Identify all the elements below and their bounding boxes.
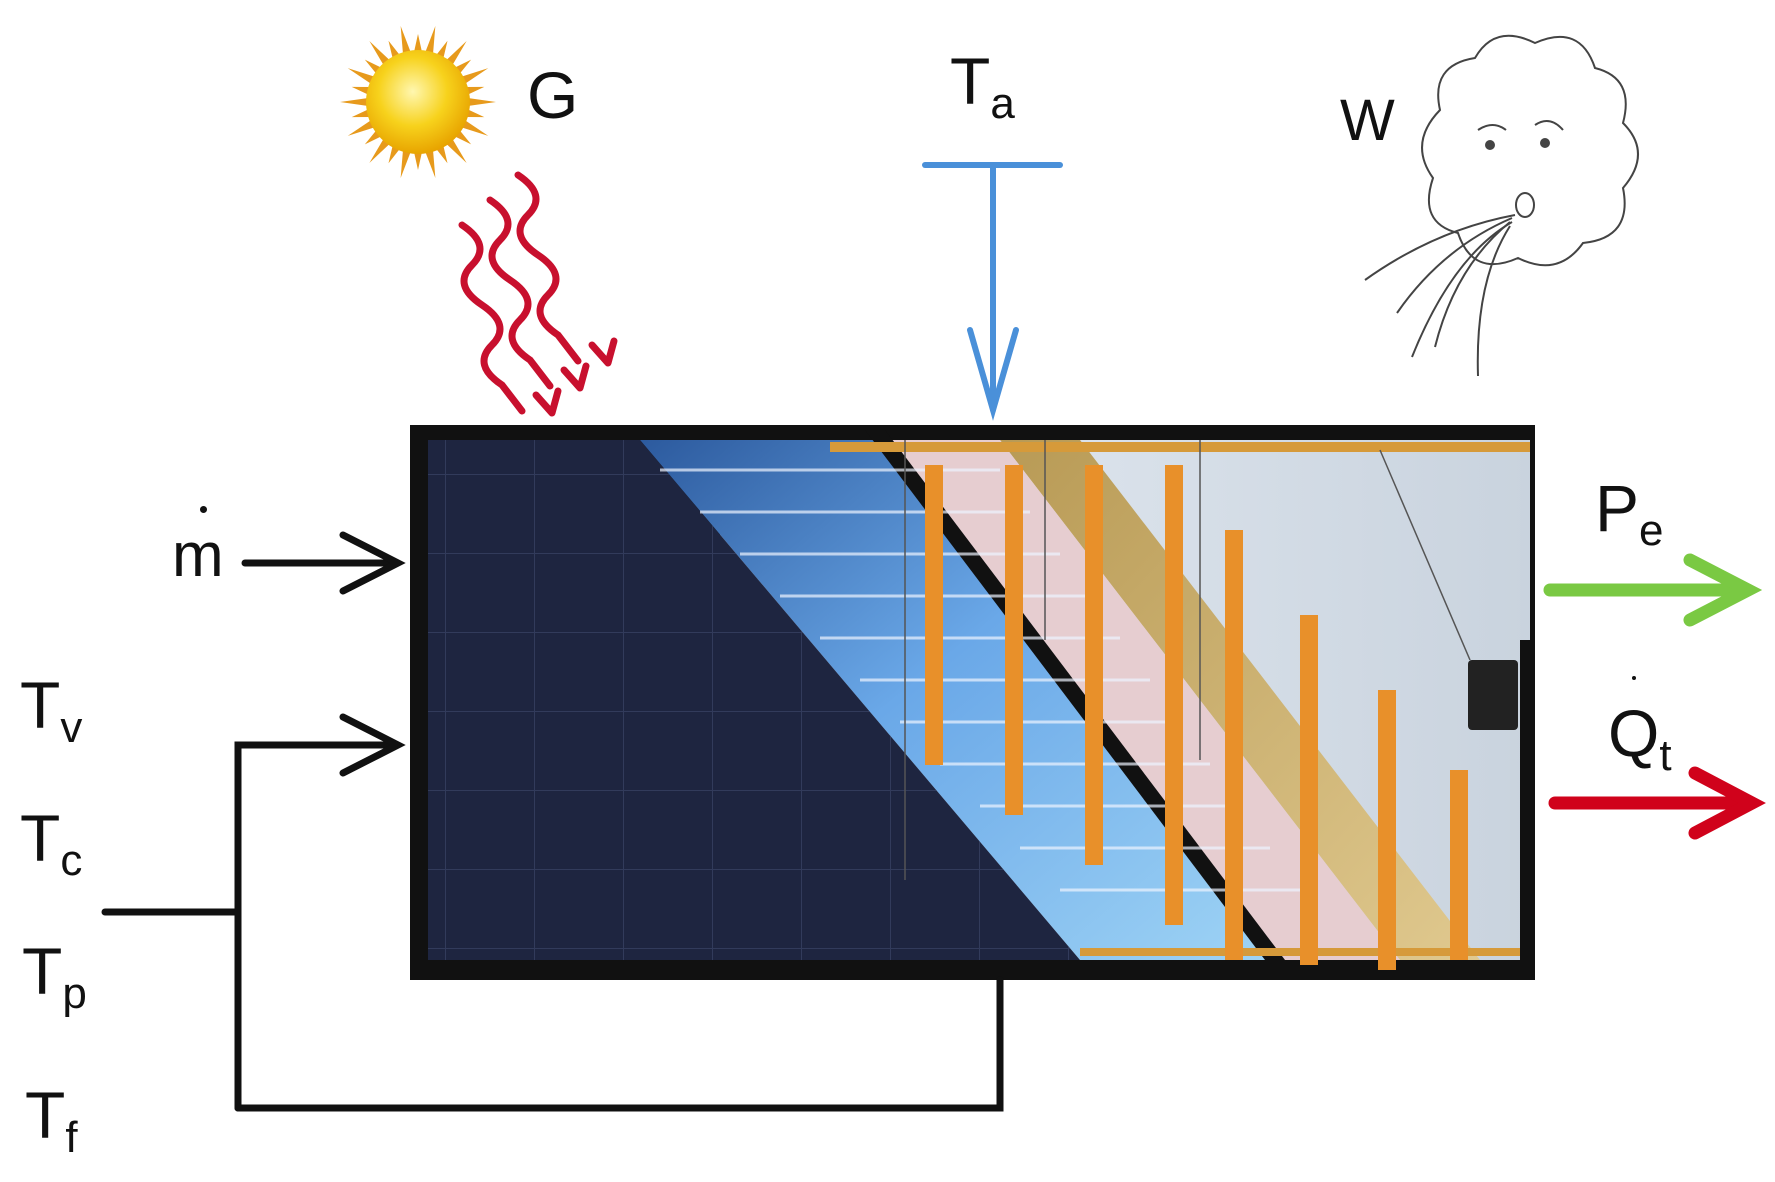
wind-label: W xyxy=(1340,88,1395,153)
t-f-label: Tf xyxy=(25,1078,78,1162)
pvt-panel xyxy=(410,425,1535,980)
mass-flow-dot xyxy=(200,506,207,513)
mass-flow-arrow xyxy=(241,531,406,595)
electric-power-arrow xyxy=(1543,553,1763,627)
ambient-temperature-label: Ta xyxy=(950,44,1015,128)
t-c-label: Tc xyxy=(20,801,83,885)
temperature-loop xyxy=(101,713,1004,1112)
sun-icon xyxy=(340,25,496,179)
t-p-label: Tp xyxy=(22,934,87,1018)
wind-cloud-icon xyxy=(1364,34,1639,377)
thermal-power-label: Qt xyxy=(1608,696,1672,780)
junction-box-icon xyxy=(1468,660,1518,730)
irradiance-label: G xyxy=(527,58,579,132)
t-v-label: Tv xyxy=(20,668,83,752)
electric-power-label: Pe xyxy=(1595,471,1664,555)
thermal-power-dot xyxy=(1632,676,1636,680)
radiation-waves-icon xyxy=(458,171,618,417)
thermal-power-arrow xyxy=(1548,766,1766,840)
ambient-temperature-arrow xyxy=(922,162,1063,421)
mass-flow-label: m xyxy=(172,521,224,590)
